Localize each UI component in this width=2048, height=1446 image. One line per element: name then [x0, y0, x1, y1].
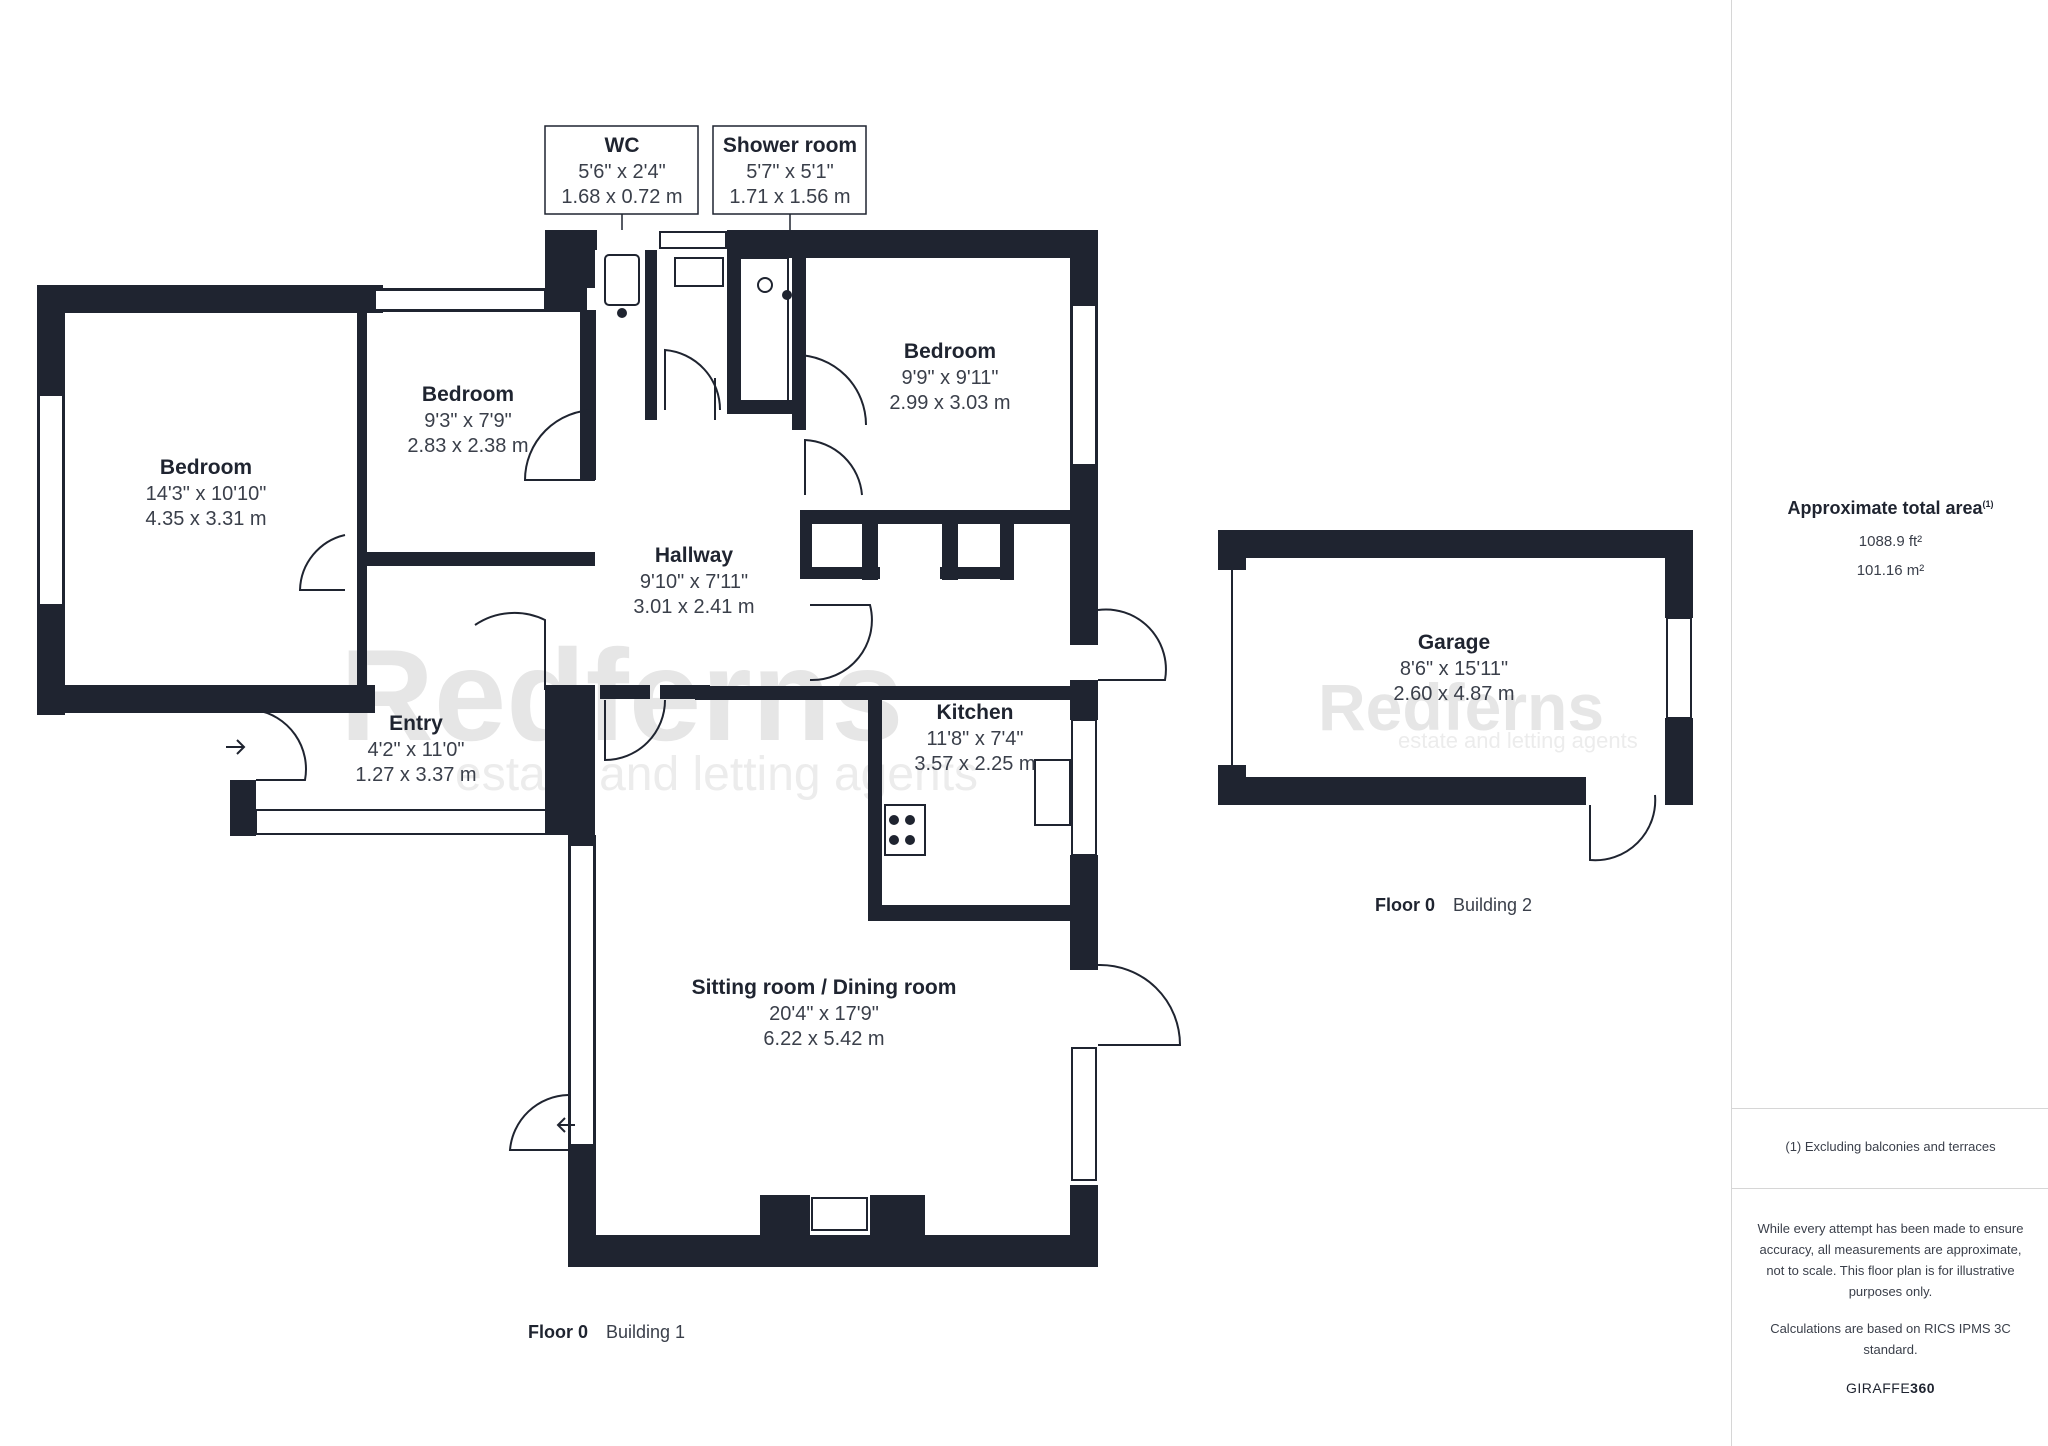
info-sidebar: Approximate total area(1) 1088.9 ft² 101… — [1731, 0, 2048, 1446]
room-metric: 4.35 x 3.31 m — [145, 508, 266, 530]
fixtures — [604, 254, 1071, 1231]
room-imperial: 9'3" x 7'9" — [424, 410, 511, 432]
area-metric: 101.16 m² — [1856, 562, 1925, 579]
kitchen-sink-icon — [1034, 759, 1071, 826]
building2-walls — [1218, 530, 1693, 805]
area-imperial: 1088.9 ft² — [1858, 533, 1923, 550]
room-name: Entry — [389, 712, 443, 735]
calculation-note: Calculations are based on RICS IPMS 3C s… — [1770, 1321, 2011, 1357]
room-bedroom-3: Bedroom 9'9" x 9'11" 2.99 x 3.03 m — [889, 340, 1010, 414]
room-name: Bedroom — [904, 340, 996, 363]
disclaimer-text: While every attempt has been made to ens… — [1757, 1221, 2024, 1299]
room-metric: 1.68 x 0.72 m — [561, 186, 682, 208]
room-name: Shower room — [723, 134, 857, 157]
room-name: Bedroom — [422, 383, 514, 406]
room-hallway: Hallway 9'10" x 7'11" 3.01 x 2.41 m — [633, 544, 754, 618]
room-metric: 6.22 x 5.42 m — [763, 1028, 884, 1050]
floor-label: Floor 0 — [528, 1322, 588, 1342]
shower-callout-box — [712, 125, 867, 215]
building2-windows — [1231, 570, 1692, 765]
fireplace-icon — [811, 1197, 868, 1231]
room-imperial: 4'2" x 11'0" — [367, 739, 464, 761]
room-imperial: 5'6" x 2'4" — [578, 161, 665, 183]
watermark-building2: Redferns estate and letting agents — [1318, 670, 1638, 753]
watermark-tagline: estate and letting agents — [455, 748, 978, 801]
room-name: WC — [605, 134, 640, 157]
hob-icon — [884, 804, 926, 856]
area-footnote-mark: (1) — [1982, 499, 1994, 509]
toilet-icon — [604, 254, 640, 306]
building1-windows — [38, 231, 1097, 1181]
room-metric: 1.71 x 1.56 m — [729, 186, 850, 208]
room-name: Garage — [1418, 631, 1490, 654]
area-title-text: Approximate total area — [1787, 498, 1983, 518]
room-imperial: 11'8" x 7'4" — [926, 728, 1023, 750]
room-name: Hallway — [655, 544, 734, 567]
room-name: Kitchen — [936, 701, 1013, 724]
room-kitchen: Kitchen 11'8" x 7'4" 3.57 x 2.25 m — [914, 701, 1035, 775]
room-imperial: 5'7" x 5'1" — [746, 161, 833, 183]
entrance-arrow-icon — [226, 739, 575, 1133]
watermark-tagline-garage: estate and letting agents — [1398, 728, 1638, 753]
sidebar-divider — [1732, 1188, 2048, 1189]
watermark-brand-garage: Redferns — [1318, 670, 1604, 744]
building-label: Building 1 — [606, 1322, 685, 1342]
sidebar-divider — [1732, 1108, 2048, 1109]
room-name: Sitting room / Dining room — [692, 976, 957, 999]
room-entry: Entry 4'2" x 11'0" 1.27 x 3.37 m — [355, 712, 476, 786]
room-imperial: 9'10" x 7'11" — [640, 571, 748, 593]
wc-sink-icon — [674, 257, 724, 287]
floor-label: Floor 0 — [1375, 895, 1435, 915]
room-imperial: 20'4" x 17'9" — [769, 1003, 879, 1025]
room-wc: WC 5'6" x 2'4" 1.68 x 0.72 m — [544, 125, 699, 230]
giraffe360-logo: GIRAFFE360 — [1732, 1380, 2048, 1396]
room-metric: 3.57 x 2.25 m — [914, 753, 1035, 775]
room-imperial: 14'3" x 10'10" — [146, 483, 267, 505]
room-metric: 2.60 x 4.87 m — [1393, 683, 1514, 705]
room-sitting-room: Sitting room / Dining room 20'4" x 17'9"… — [692, 976, 957, 1050]
brand-prefix: GIRAFFE — [1845, 1380, 1911, 1396]
area-footnote: (1) Excluding balconies and terraces — [1785, 1139, 1996, 1154]
room-metric: 1.27 x 3.37 m — [355, 764, 476, 786]
room-metric: 2.99 x 3.03 m — [889, 392, 1010, 414]
room-bedroom-1: Bedroom 14'3" x 10'10" 4.35 x 3.31 m — [145, 456, 266, 530]
room-name: Bedroom — [160, 456, 252, 479]
wc-callout-box — [544, 125, 699, 215]
room-shower: Shower room 5'7" x 5'1" 1.71 x 1.56 m — [712, 125, 867, 230]
floor-label-building1: Floor 0 Building 1 — [528, 1322, 685, 1342]
building-label: Building 2 — [1453, 895, 1532, 915]
room-metric: 2.83 x 2.38 m — [407, 435, 528, 457]
building1-doors — [255, 348, 1182, 1151]
room-garage: Garage 8'6" x 15'11" 2.60 x 4.87 m — [1393, 631, 1514, 705]
brand-suffix: 360 — [1910, 1380, 1936, 1396]
room-metric: 3.01 x 2.41 m — [633, 596, 754, 618]
shower-tray-icon — [739, 257, 789, 404]
area-title: Approximate total area(1) — [1732, 498, 2048, 519]
shower-head-icon — [757, 277, 773, 293]
room-imperial: 8'6" x 15'11" — [1400, 658, 1508, 680]
room-imperial: 9'9" x 9'11" — [901, 367, 998, 389]
room-bedroom-2: Bedroom 9'3" x 7'9" 2.83 x 2.38 m — [407, 383, 528, 457]
floor-label-building2: Floor 0 Building 2 — [1375, 895, 1532, 915]
building2-doors — [1589, 794, 1657, 862]
